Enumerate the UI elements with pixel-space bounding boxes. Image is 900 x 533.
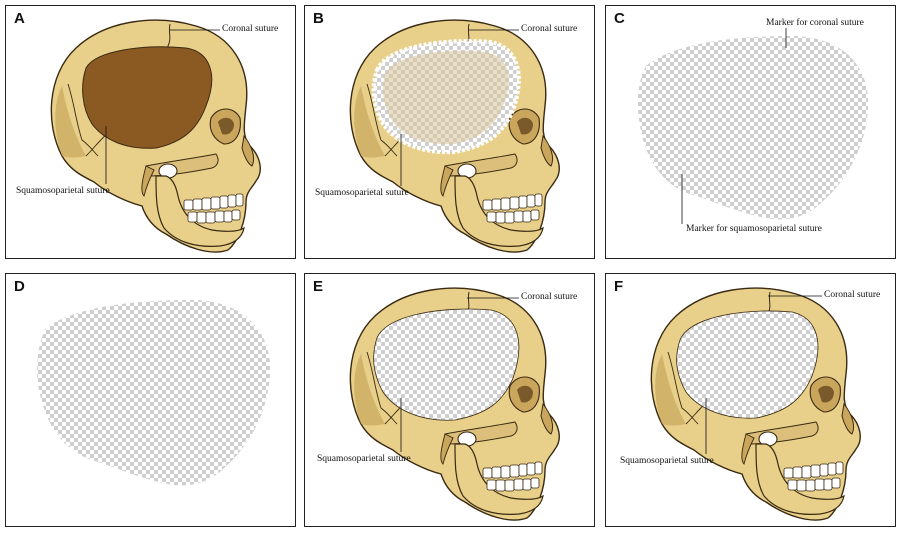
panel-letter: A bbox=[14, 10, 25, 27]
skull-illustration bbox=[305, 6, 595, 259]
panel-f: F Coronal suture Squamosoparietal suture bbox=[605, 273, 896, 527]
skull-illustration bbox=[6, 6, 296, 259]
implant-template bbox=[37, 300, 271, 486]
coronal-suture-label: Coronal suture bbox=[521, 292, 578, 302]
panel-letter: E bbox=[313, 278, 324, 295]
coronal-suture-label: Coronal suture bbox=[521, 24, 578, 34]
squamosoparietal-suture-label: Squamosoparietal suture bbox=[620, 456, 714, 466]
bone-defect-shape bbox=[82, 46, 213, 149]
panel-letter: C bbox=[614, 10, 625, 27]
skull-illustration bbox=[305, 274, 595, 527]
panel-b: B Coronal suture Squamosoparietal suture bbox=[304, 5, 595, 259]
squamosoparietal-suture-label: Squamosoparietal suture bbox=[16, 186, 110, 196]
squamosoparietal-marker-label: Marker for squamosoparietal suture bbox=[686, 224, 822, 234]
squamosoparietal-suture-label: Squamosoparietal suture bbox=[317, 454, 411, 464]
panel-letter: B bbox=[313, 10, 324, 27]
panel-e: E Coronal suture Squamosoparietal suture bbox=[304, 273, 595, 527]
implant-fitted bbox=[676, 310, 819, 419]
panel-letter: F bbox=[614, 278, 624, 295]
implant-shape bbox=[37, 300, 271, 486]
coronal-suture-label: Coronal suture bbox=[222, 24, 279, 34]
implant-fitted bbox=[373, 308, 520, 421]
squamosoparietal-suture-label: Squamosoparietal suture bbox=[315, 188, 409, 198]
implant-shape bbox=[637, 36, 869, 220]
panel-d: D bbox=[5, 273, 296, 527]
panel-c: C Marker for coronal suture Marker for s… bbox=[605, 5, 896, 259]
skull-illustration bbox=[606, 274, 896, 527]
implant-template bbox=[637, 28, 869, 224]
coronal-marker-label: Marker for coronal suture bbox=[766, 18, 864, 28]
panel-letter: D bbox=[14, 278, 25, 295]
panel-a: A Coronal suture Squamosoparietal suture bbox=[5, 5, 296, 259]
coronal-suture-label: Coronal suture bbox=[824, 290, 881, 300]
